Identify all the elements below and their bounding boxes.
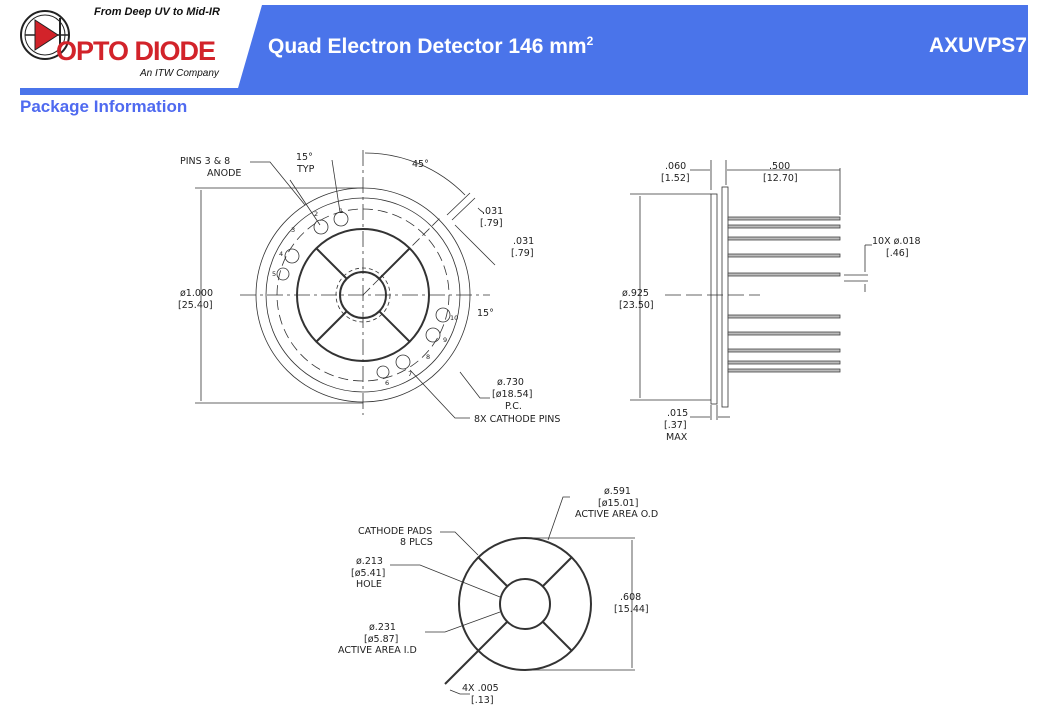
- title-superscript: 2: [586, 34, 594, 48]
- pins-anode-label-2: ANODE: [207, 168, 241, 179]
- logo-company: An ITW Company: [140, 68, 219, 79]
- pins-anode-label: PINS 3 & 8: [180, 156, 230, 167]
- pin-3: 3: [291, 226, 295, 234]
- height-608: .608: [620, 592, 641, 603]
- pin-5: 5: [272, 270, 276, 278]
- section-title: Package Information: [20, 97, 188, 116]
- dim-500: .500: [769, 161, 790, 172]
- pin-7: 7: [408, 370, 412, 378]
- dim-060-mm: [1.52]: [661, 173, 690, 184]
- opto-diode-logo: [20, 10, 70, 60]
- dim-015: .015: [667, 408, 688, 419]
- cathode-pads-count: 8 PLCS: [400, 537, 433, 548]
- dim-015-max: MAX: [666, 432, 688, 443]
- diameter-1000-mm: [25.40]: [178, 300, 213, 311]
- height-608-mm: [15.44]: [614, 604, 649, 615]
- top-view: [195, 150, 496, 419]
- pitch-circle-mm: [ø18.54]: [492, 389, 532, 400]
- dim-031-b: .031: [513, 236, 534, 247]
- logo-brand: OPTO DIODE: [56, 36, 216, 66]
- dim-031-a-mm: [.79]: [480, 218, 503, 229]
- angle-15-typ: 15°: [296, 152, 313, 163]
- hole-dia-mm: [ø5.41]: [351, 568, 385, 579]
- active-id-mm: [ø5.87]: [364, 634, 398, 645]
- cathode-pads: CATHODE PADS: [358, 526, 432, 537]
- dim-031-a: .031: [482, 206, 503, 217]
- active-od-label: ACTIVE AREA O.D: [575, 509, 658, 520]
- pin-1: 1: [339, 207, 343, 215]
- pin-9: 9: [443, 336, 447, 344]
- bottom-view: [390, 496, 635, 695]
- product-title: Quad Electron Detector 146 mm2: [268, 34, 593, 59]
- angle-15: 15°: [477, 308, 494, 319]
- part-number: AXUVPS7: [928, 34, 1027, 57]
- gap-005-mm: [.13]: [471, 695, 494, 706]
- angle-15-typ-2: TYP: [296, 164, 315, 175]
- pitch-circle-pc: P.C.: [505, 401, 522, 412]
- pin-6: 6: [385, 379, 389, 387]
- side-view-pins: [727, 216, 841, 373]
- dim-500-mm: [12.70]: [763, 173, 798, 184]
- angle-45: 45°: [412, 159, 429, 170]
- diameter-925: ø.925: [622, 288, 649, 299]
- logo-tagline: From Deep UV to Mid-IR: [94, 6, 220, 18]
- side-view: [630, 160, 872, 420]
- gap-005: 4X .005: [462, 683, 499, 694]
- pin-8: 8: [426, 353, 430, 361]
- hole-label: HOLE: [356, 579, 382, 590]
- dim-060: .060: [665, 161, 686, 172]
- diameter-1000: ø1.000: [180, 288, 213, 299]
- cathode-pins-label: 8X CATHODE PINS: [474, 414, 560, 425]
- header-banner: [20, 5, 1028, 95]
- pin-diameter: 10X ø.018: [872, 236, 921, 247]
- dim-031-b-mm: [.79]: [511, 248, 534, 259]
- pin-10: 10: [450, 314, 458, 322]
- product-title-text: Quad Electron Detector 146 mm: [268, 35, 587, 58]
- pin-2: 2: [314, 210, 318, 218]
- active-id: ø.231: [369, 622, 396, 633]
- dim-015-mm: [.37]: [664, 420, 687, 431]
- active-id-label: ACTIVE AREA I.D: [338, 645, 417, 656]
- diameter-925-mm: [23.50]: [619, 300, 654, 311]
- pin-4: 4: [279, 250, 283, 258]
- active-od: ø.591: [604, 486, 631, 497]
- pitch-circle: ø.730: [497, 377, 524, 388]
- pin-diameter-mm: [.46]: [886, 248, 909, 259]
- hole-dia: ø.213: [356, 556, 383, 567]
- active-od-mm: [ø15.01]: [598, 498, 638, 509]
